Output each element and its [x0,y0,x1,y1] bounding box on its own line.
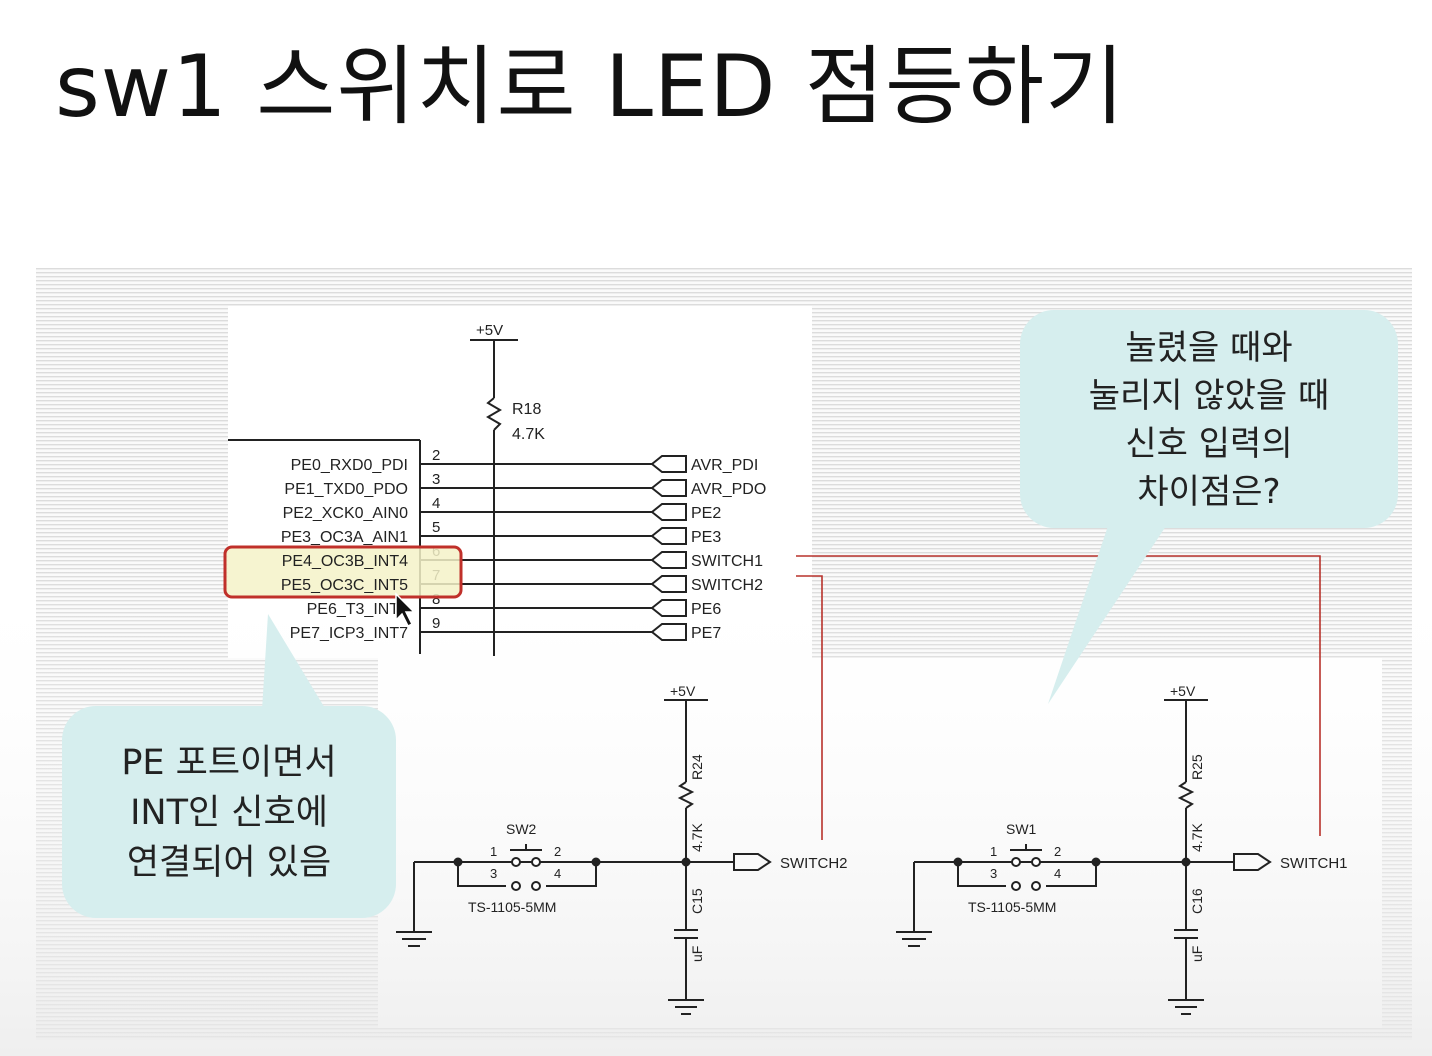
resistor-value: 4.7K [689,823,705,852]
switch-pin: 1 [990,844,997,859]
net-label: SWITCH2 [780,855,848,872]
mouse-cursor-icon [395,592,416,628]
supply-label: +5V [670,683,696,699]
resistor-ref: R24 [689,754,705,780]
callout-line: 눌리지 않았을 때 [1088,376,1330,416]
pin-number: 4 [432,495,440,512]
net-port-icon [650,479,687,497]
net-port-icon [650,527,687,545]
callout-line: 눌렸을 때와 [1125,328,1293,368]
net-port-icon [733,853,772,871]
pin-name: PE7_ICP3_INT7 [290,625,408,642]
switch-net-wires [796,555,1321,840]
capacitor-ref: C16 [1189,888,1205,914]
switch-part: TS-1105-5MM [468,899,556,915]
net-label: AVR_PDI [691,457,758,474]
net-label: PE7 [691,625,721,642]
net-label: PE3 [691,529,721,546]
pin-number: 2 [432,447,440,464]
pin-number: 8 [432,591,440,608]
switch-ref: SW1 [1006,821,1037,837]
net-port-icon [650,551,687,569]
net-label: SWITCH1 [1280,855,1348,872]
supply-label: +5V [1170,683,1196,699]
net-label: PE6 [691,601,721,618]
switch-pin: 4 [554,866,561,881]
callout-line: INT인 신호에 [130,793,328,833]
callout-line: 연결되어 있음 [126,843,332,883]
net-port-icon [650,575,687,593]
info-callout: PE 포트이면서 INT인 신호에 연결되어 있음 [62,706,396,918]
switch-pin: 3 [490,866,497,881]
net-label: SWITCH1 [691,553,763,570]
capacitor-value: uF [1189,946,1205,962]
capacitor-ref: C15 [689,888,705,914]
switch-part: TS-1105-5MM [968,899,1056,915]
sw2-circuit: +5V R24 4.7K C15 uF SW2 1 2 3 4TS-1105-5MM SWITCH2 [396,683,848,1015]
supply-label: +5V [476,322,503,339]
pin-name: PE4_OC3B_INT4 [282,553,408,570]
sw1-circuit: +5V R25 4.7K C16 uF SW1 1 2 3 4TS-1105-5MM SWITCH1 [896,683,1348,1015]
int-pins-highlight [223,545,463,599]
pin-name: PE5_OC3C_INT5 [281,577,408,594]
callout-line: 신호 입력의 [1125,424,1293,464]
net-port-icon [650,503,687,521]
net-port-icon [650,623,687,641]
question-callout: 눌렸을 때와 눌리지 않았을 때 신호 입력의 차이점은? [1020,310,1398,528]
pin-name: PE2_XCK0_AIN0 [283,505,409,522]
net-label: PE2 [691,505,721,522]
page-title: sw1 스위치로 LED 점등하기 [55,37,1126,137]
switch-pin: 2 [554,844,561,859]
net-label: AVR_PDO [691,481,766,498]
pin-number: 9 [432,615,440,632]
resistor-symbol [1177,781,1195,809]
net-port-icon [1233,853,1272,871]
switch-pin: 3 [990,866,997,881]
pin-number: 5 [432,519,440,536]
callout-line: PE 포트이면서 [121,743,337,783]
capacitor-value: uF [689,946,705,962]
switch-pin: 1 [490,844,497,859]
resistor-ref: R18 [512,401,541,418]
net-label: SWITCH2 [691,577,763,594]
net-port-icon [650,455,687,473]
pin-name: PE3_OC3A_AIN1 [281,529,408,546]
resistor-value: 4.7K [512,426,545,443]
resistor-value: 4.7K [1189,823,1205,852]
pin-name: PE0_RXD0_PDI [291,457,408,474]
pin-number: 3 [432,471,440,488]
callout-line: 차이점은? [1137,472,1281,512]
switch-pin: 4 [1054,866,1061,881]
pin-name: PE6_T3_INT6 [307,601,408,618]
resistor-symbol [677,781,695,809]
switch-pin: 2 [1054,844,1061,859]
net-port-icon [650,599,687,617]
resistor-ref: R25 [1189,754,1205,780]
switch-ref: SW2 [506,821,537,837]
pin-name: PE1_TXD0_PDO [284,481,408,498]
